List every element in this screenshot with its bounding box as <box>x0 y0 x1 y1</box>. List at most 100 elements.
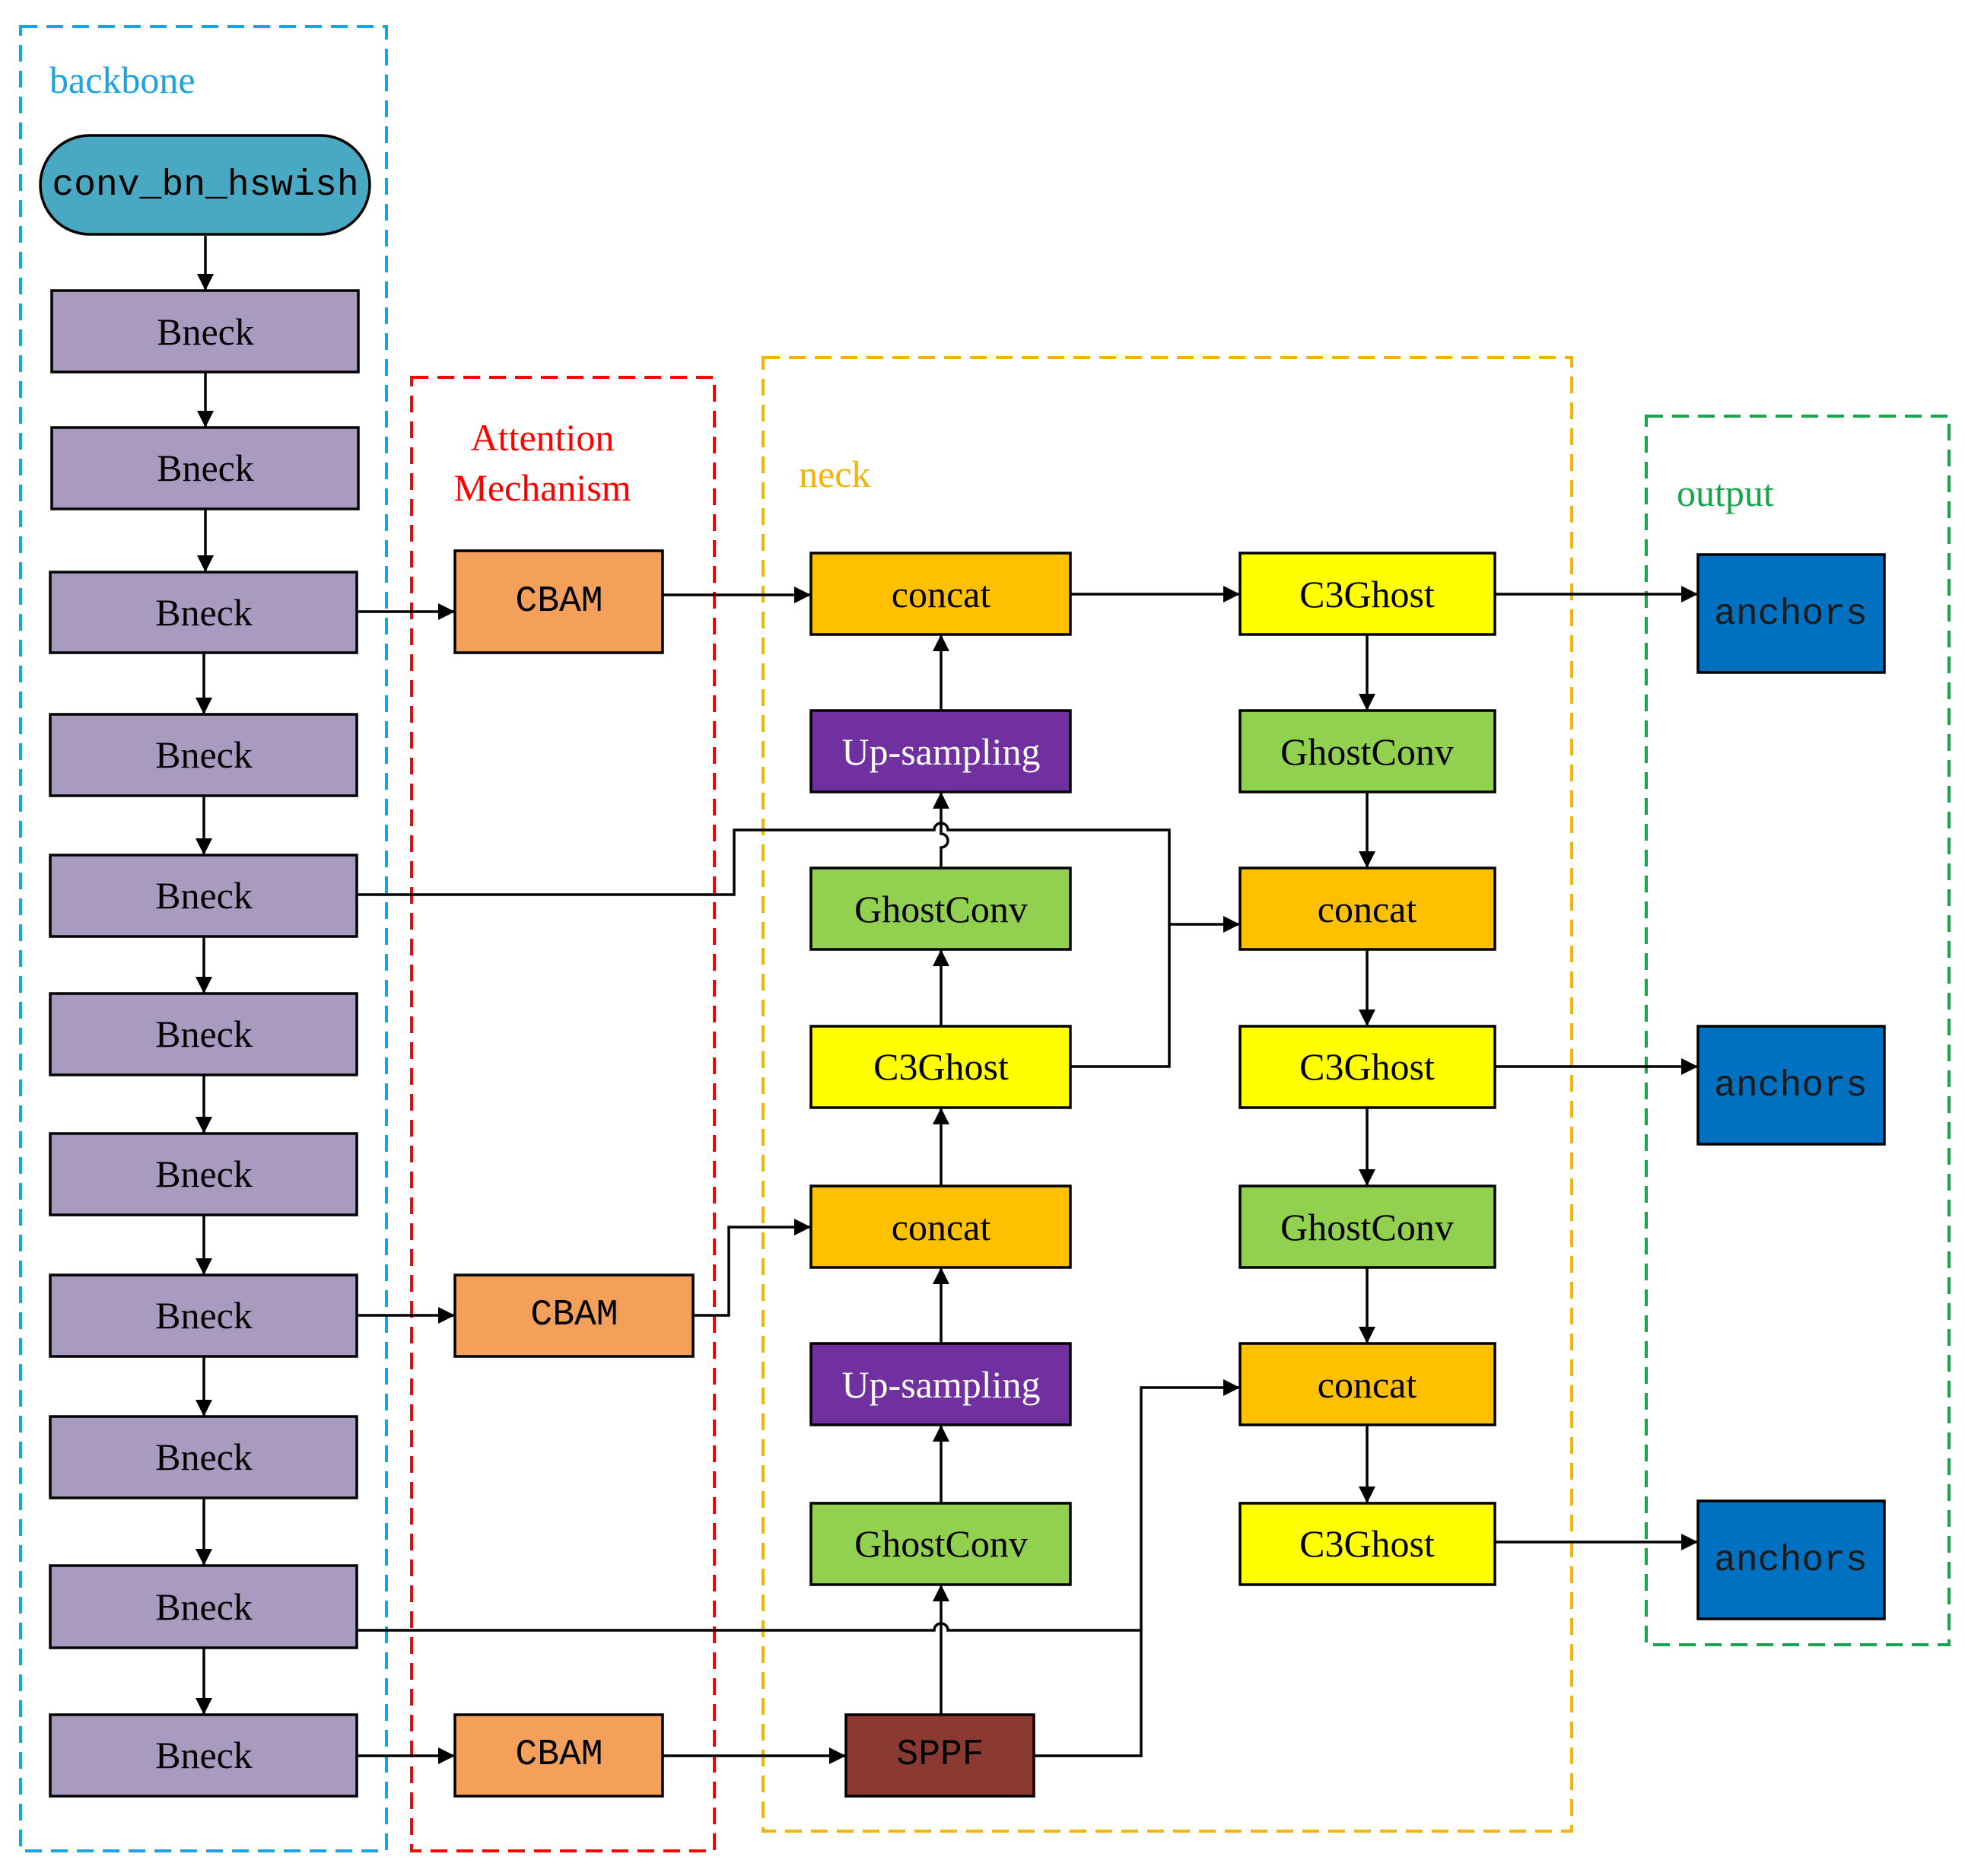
node-bneck-7: Bneck <box>49 1132 358 1216</box>
bneck-7-shape <box>49 1132 358 1216</box>
bneck-7-label: Bneck <box>155 1153 253 1195</box>
edge-bneck5-concat3 <box>356 822 1240 933</box>
c3ghost-1-label: C3Ghost <box>873 1045 1009 1088</box>
backbone-frame <box>19 25 388 1852</box>
concat-3-label: concat <box>1318 888 1417 930</box>
node-stem: conv_bn_hswish <box>39 134 371 236</box>
cbam-1-shape <box>453 549 664 654</box>
output-label: output <box>1677 472 1774 514</box>
concat-1-label: concat <box>892 573 991 615</box>
c3ghost-4-shape <box>1238 1502 1496 1586</box>
ghostconv-2-label: GhostConv <box>854 1522 1028 1565</box>
concat-2-shape <box>809 1184 1072 1269</box>
c3ghost-4-label: C3Ghost <box>1299 1522 1435 1565</box>
cbam-3-label: CBAM <box>515 1735 603 1776</box>
bneck-11-label: Bneck <box>155 1734 253 1776</box>
c3ghost-1-shape <box>809 1025 1072 1109</box>
concat-4-shape <box>1238 1342 1496 1426</box>
node-upsampling-1: Up-sampling <box>809 709 1072 793</box>
bneck-6-shape <box>49 992 358 1076</box>
upsampling-1-shape <box>809 709 1072 793</box>
node-bneck-8: Bneck <box>49 1273 358 1358</box>
sppf-shape <box>844 1713 1035 1798</box>
upsampling-2-label: Up-sampling <box>841 1363 1040 1406</box>
group-output: output <box>1645 415 1951 1646</box>
node-concat-4: concat <box>1238 1342 1496 1426</box>
node-c3ghost-3: C3Ghost <box>1238 1025 1496 1109</box>
anchors-2-label: anchors <box>1714 1066 1868 1107</box>
node-ghostconv-2: GhostConv <box>809 1502 1072 1586</box>
ghostconv-3-shape <box>1238 709 1496 793</box>
node-cbam-2: CBAM <box>453 1273 695 1358</box>
node-bneck-10: Bneck <box>49 1564 358 1649</box>
node-bneck-9: Bneck <box>49 1415 358 1499</box>
stem-shape <box>39 134 371 236</box>
bneck-3-shape <box>49 571 358 654</box>
anchors-1-label: anchors <box>1714 594 1868 635</box>
upsampling-2-shape <box>809 1342 1072 1426</box>
cbam-1-label: CBAM <box>515 581 603 622</box>
bneck-1-shape <box>50 289 360 374</box>
edge-c3ghost1-concat3 <box>1070 924 1171 1068</box>
anchors-2-shape <box>1696 1025 1886 1146</box>
neck-frame <box>762 356 1573 1833</box>
edges <box>196 236 1698 1764</box>
attention-label-line1: Attention <box>471 416 615 459</box>
bneck-5-label: Bneck <box>155 874 253 917</box>
bneck-9-label: Bneck <box>155 1436 253 1478</box>
bneck-4-shape <box>49 713 358 797</box>
bneck-6-label: Bneck <box>155 1013 253 1055</box>
node-ghostconv-4: GhostConv <box>1238 1184 1496 1269</box>
ghostconv-4-label: GhostConv <box>1280 1206 1454 1248</box>
edge-ghostconv1-upsampling1 <box>933 792 949 868</box>
output-frame <box>1645 415 1951 1646</box>
bneck-8-label: Bneck <box>155 1294 253 1337</box>
node-anchors-1: anchors <box>1696 553 1886 674</box>
concat-3-shape <box>1238 866 1496 951</box>
node-bneck-6: Bneck <box>49 992 358 1076</box>
upsampling-1-label: Up-sampling <box>841 730 1040 773</box>
ghostconv-3-label: GhostConv <box>1280 730 1454 773</box>
bneck-5-shape <box>49 854 358 938</box>
attention-label-line2: Mechanism <box>453 466 631 509</box>
node-concat-3: concat <box>1238 866 1496 951</box>
edge-cbam2-concat2 <box>693 1219 811 1317</box>
bneck-2-label: Bneck <box>157 447 254 489</box>
anchors-3-label: anchors <box>1714 1541 1868 1582</box>
ghostconv-2-shape <box>809 1502 1072 1586</box>
node-cbam-1: CBAM <box>453 549 664 654</box>
bneck-9-shape <box>49 1415 358 1499</box>
cbam-2-label: CBAM <box>530 1295 618 1336</box>
neck-label: neck <box>799 453 870 495</box>
node-bneck-5: Bneck <box>49 854 358 938</box>
node-upsampling-2: Up-sampling <box>809 1342 1072 1426</box>
c3ghost-2-label: C3Ghost <box>1299 573 1435 615</box>
bneck-3-label: Bneck <box>155 591 253 634</box>
ghostconv-4-shape <box>1238 1184 1496 1269</box>
node-c3ghost-2: C3Ghost <box>1238 552 1496 636</box>
node-c3ghost-4: C3Ghost <box>1238 1502 1496 1586</box>
node-anchors-3: anchors <box>1696 1499 1886 1620</box>
node-c3ghost-1: C3Ghost <box>809 1025 1072 1109</box>
group-attention: Attention Mechanism <box>410 376 716 1852</box>
node-ghostconv-3: GhostConv <box>1238 709 1496 793</box>
node-concat-1: concat <box>809 552 1072 636</box>
sppf-label: SPPF <box>896 1735 984 1776</box>
ghostconv-1-shape <box>809 866 1072 951</box>
attention-frame <box>410 376 716 1852</box>
node-bneck-1: Bneck <box>50 289 360 374</box>
node-concat-2: concat <box>809 1184 1072 1269</box>
concat-1-shape <box>809 552 1072 636</box>
bneck-4-label: Bneck <box>155 733 253 776</box>
node-bneck-4: Bneck <box>49 713 358 797</box>
node-bneck-2: Bneck <box>50 426 360 510</box>
concat-4-label: concat <box>1318 1363 1417 1406</box>
node-sppf: SPPF <box>844 1713 1035 1798</box>
group-backbone: backbone <box>19 25 388 1852</box>
bneck-11-shape <box>49 1713 358 1798</box>
cbam-3-shape <box>453 1713 664 1798</box>
node-cbam-3: CBAM <box>453 1713 664 1798</box>
bneck-10-label: Bneck <box>155 1585 253 1628</box>
edge-sppf-concat4 <box>1034 1379 1240 1757</box>
